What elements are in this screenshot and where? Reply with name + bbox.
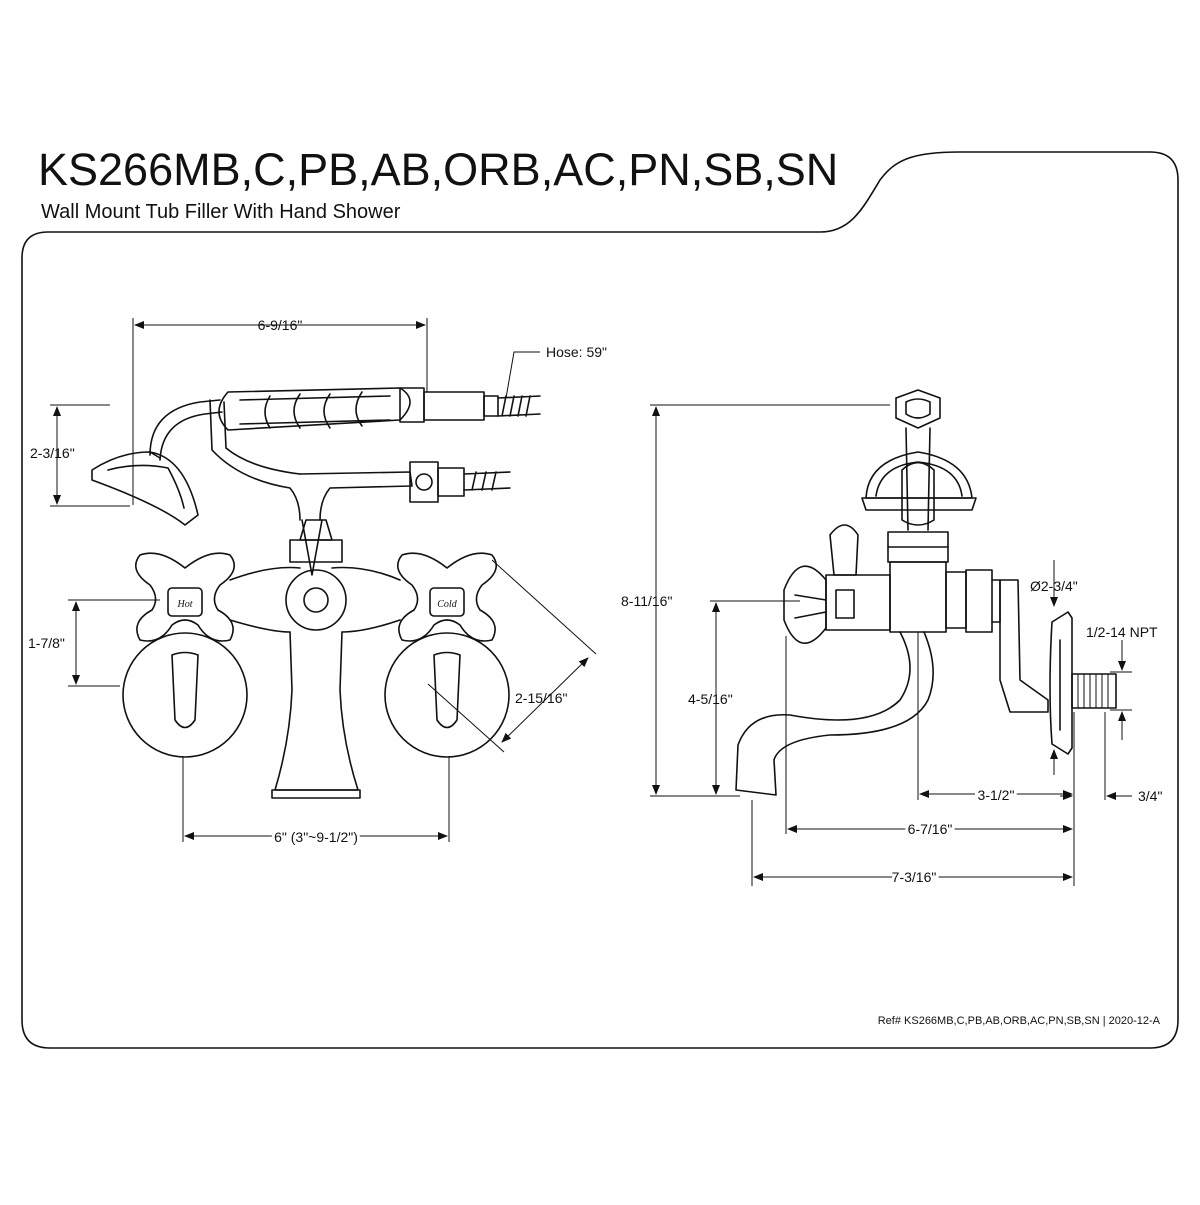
- cold-label: Cold: [437, 599, 457, 610]
- side-view: 8-11/16" 4-5/16" Ø2-3/4" 1/2-14 NPT: [621, 389, 1162, 888]
- dim-label-hose: Hose: 59": [546, 344, 607, 360]
- side-body: [783, 561, 1001, 644]
- dim-label-1-7-8: 1-7/8": [28, 635, 65, 651]
- dim-label-2-3-16: 2-3/16": [30, 445, 75, 461]
- body-spout: [229, 566, 401, 799]
- dim-overall-depth: [751, 800, 1073, 886]
- cradle-bridge: [209, 399, 511, 521]
- side-flange: [1049, 611, 1073, 755]
- side-elbow: [999, 579, 1049, 713]
- dim-label-centers: 6" (3"~9-1/2"): [274, 829, 358, 845]
- dim-label-3-1-2: 3-1/2": [978, 787, 1015, 803]
- reference-line: Ref# KS266MB,C,PB,AB,ORB,AC,PN,SB,SN | 2…: [877, 1015, 1160, 1027]
- cold-handle: [384, 552, 510, 758]
- dim-handshower-width: [132, 318, 428, 505]
- dim-label-6-7-16: 6-7/16": [908, 821, 953, 837]
- page-title: KS266MB,C,PB,AB,ORB,AC,PN,SB,SN: [38, 144, 839, 195]
- sheet-frame: [21, 151, 1179, 1049]
- dim-label-npt: 1/2-14 NPT: [1086, 624, 1158, 640]
- dim-label-3-4: 3/4": [1138, 788, 1162, 804]
- dim-thread: [1110, 640, 1132, 740]
- dim-handle-height: [68, 599, 160, 687]
- dim-label-2-15-16: 2-15/16": [515, 690, 567, 706]
- dim-spout-height: [710, 600, 800, 795]
- dim-handshower-height: [50, 404, 130, 507]
- dim-inlet-to-wall: [917, 632, 1073, 800]
- dim-label-6-9-16: 6-9/16": [258, 317, 303, 333]
- dim-centers: [182, 756, 450, 842]
- dim-thread-length: [1060, 712, 1132, 886]
- hose-leader: [505, 351, 540, 399]
- hand-shower-head: [91, 399, 223, 526]
- diverter: [289, 519, 343, 576]
- dim-handle-span: [427, 559, 597, 753]
- hot-handle: [122, 552, 248, 758]
- front-view: Hot Cold 6-9/16" Hose: 59" 2-3/16": [28, 317, 607, 848]
- dim-label-8-11-16: 8-11/16": [621, 593, 672, 609]
- dim-label-4-5-16: 4-5/16": [688, 691, 733, 707]
- dim-overall-height: [650, 404, 890, 797]
- side-cradle: [861, 389, 977, 531]
- hand-shower-handle: [218, 387, 541, 431]
- side-diverter: [829, 524, 949, 576]
- dim-spout-reach: [785, 636, 1073, 834]
- side-spout: [735, 631, 934, 796]
- hot-label: Hot: [177, 599, 193, 610]
- dim-label-7-3-16: 7-3/16": [892, 869, 937, 885]
- side-thread: [1071, 673, 1117, 709]
- page-subtitle: Wall Mount Tub Filler With Hand Shower: [41, 201, 401, 223]
- dim-label-diameter: Ø2-3/4": [1030, 578, 1078, 594]
